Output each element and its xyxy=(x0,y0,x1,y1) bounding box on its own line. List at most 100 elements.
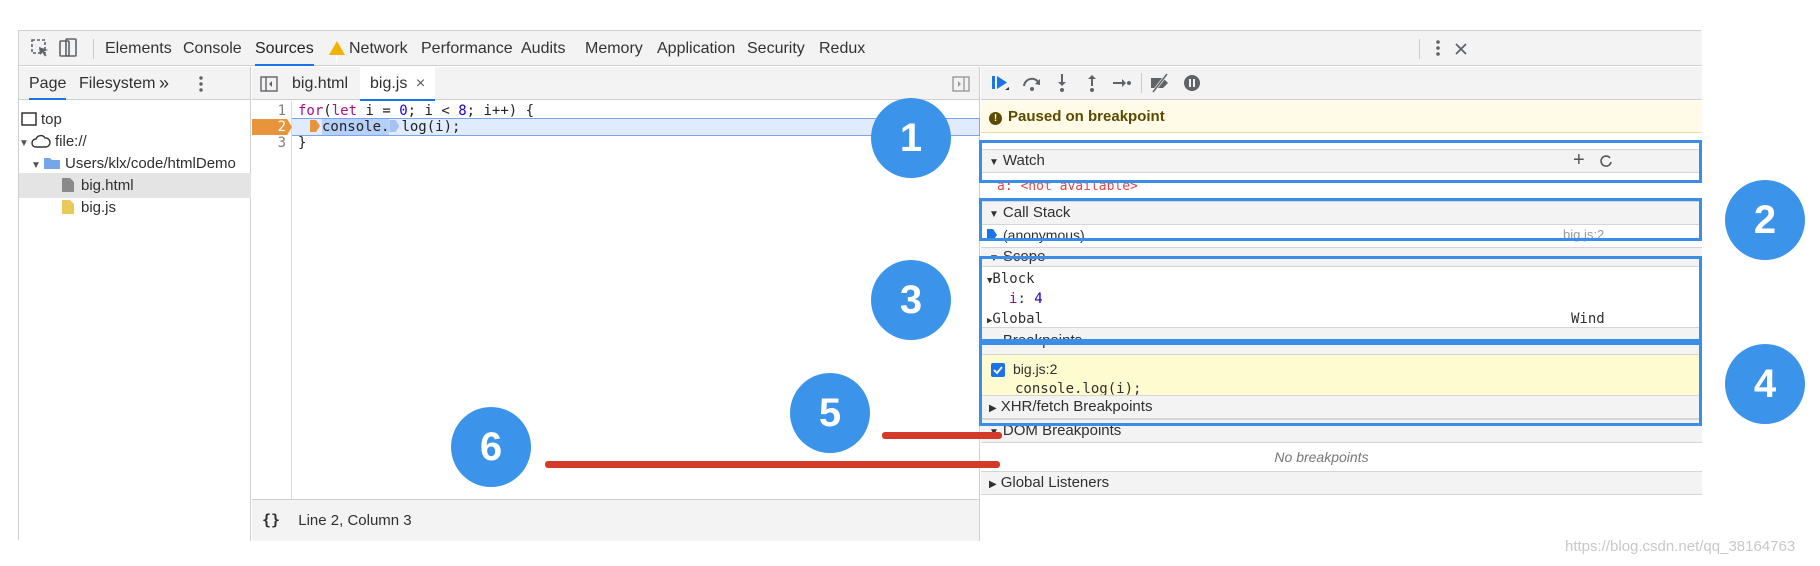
dom-underline-marker xyxy=(545,461,1000,468)
navigator-menu-icon[interactable] xyxy=(191,74,211,94)
annotation-marker-6: 6 xyxy=(451,407,531,487)
annotation-marker-5: 5 xyxy=(790,373,870,453)
annotation-marker-2: 2 xyxy=(1725,180,1805,260)
tab-filesystem[interactable]: Filesystem xyxy=(79,75,156,92)
more-tabs-button[interactable]: » xyxy=(159,73,170,93)
tree-item-label: Users/klx/code/htmlDemo xyxy=(65,155,236,172)
callstack-section-header[interactable]: ▼Call Stack xyxy=(981,201,1702,225)
tab-page[interactable]: Page xyxy=(29,67,67,100)
xhr-breakpoints-title: XHR/fetch Breakpoints xyxy=(1000,398,1153,415)
editor-tab-big-js[interactable]: big.js × xyxy=(360,67,436,101)
tab-security[interactable]: Security xyxy=(747,40,805,57)
line-number[interactable]: 1 xyxy=(277,103,286,119)
code-line-3: } xyxy=(298,135,307,151)
xhr-underline-marker xyxy=(882,432,1002,439)
debugger-toolbar xyxy=(981,67,1702,100)
tree-item-big-html[interactable]: big.html xyxy=(19,173,251,198)
tree-item-big-js[interactable]: big.js xyxy=(19,195,251,220)
toggle-navigator-icon[interactable] xyxy=(260,75,278,93)
breakpoint-file: big.js:2 xyxy=(1013,361,1058,377)
code-line-1: for(let i = 0; i < 8; i++) { xyxy=(298,103,535,119)
navigator-tabs: Page Filesystem » xyxy=(19,67,250,100)
tree-item-label: big.js xyxy=(81,199,117,216)
toggle-debugger-icon[interactable] xyxy=(952,75,970,93)
editor-tab-label: big.js xyxy=(370,75,408,92)
expand-triangle-icon[interactable]: ▼ xyxy=(19,138,29,149)
breakpoint-code: console.log(i); xyxy=(1015,381,1142,397)
collapse-triangle-icon: ▼ xyxy=(989,209,999,220)
editor-tab-big-html[interactable]: big.html xyxy=(292,75,349,92)
more-options-icon[interactable] xyxy=(1427,37,1449,59)
dom-breakpoints-title: DOM Breakpoints xyxy=(1002,422,1122,439)
paused-message: Paused on breakpoint xyxy=(1008,108,1165,125)
tab-elements[interactable]: Elements xyxy=(105,40,172,57)
execution-line-highlight xyxy=(291,118,980,136)
tab-console[interactable]: Console xyxy=(183,40,242,57)
step-over-icon[interactable] xyxy=(1021,72,1043,94)
inline-breakpoint-marker[interactable] xyxy=(389,120,400,132)
inline-breakpoint-marker[interactable] xyxy=(310,120,320,132)
step-out-icon[interactable] xyxy=(1081,72,1103,94)
folder-icon xyxy=(44,158,60,169)
breakpoint-checkbox[interactable] xyxy=(991,363,1005,377)
refresh-watch-icon[interactable] xyxy=(1599,154,1613,168)
global-listeners-header[interactable]: ▶Global Listeners xyxy=(981,471,1702,495)
pretty-print-button[interactable]: {} xyxy=(262,511,281,529)
frame-icon xyxy=(21,112,37,126)
inspect-element-icon[interactable] xyxy=(29,37,51,59)
tab-application[interactable]: Application xyxy=(657,40,736,57)
watch-section-header[interactable]: ▼Watch + xyxy=(981,149,1702,173)
tree-item-file-origin[interactable]: ▼file:// xyxy=(19,129,251,154)
tab-network-label: Network xyxy=(349,40,408,57)
step-into-icon[interactable] xyxy=(1051,72,1073,94)
collapse-triangle-icon: ▼ xyxy=(987,276,993,286)
debugger-sidebar: !Paused on breakpoint ▼Watch + a: <not a… xyxy=(981,67,1702,541)
tab-redux[interactable]: Redux xyxy=(819,40,866,57)
add-watch-button[interactable]: + xyxy=(1573,149,1585,171)
toolbar-separator xyxy=(1419,39,1420,59)
tree-item-folder[interactable]: ▼ Users/klx/code/htmlDemo xyxy=(19,151,251,176)
pause-on-exceptions-icon[interactable] xyxy=(1181,72,1203,94)
tab-audits[interactable]: Audits xyxy=(521,40,566,57)
tree-item-top[interactable]: top xyxy=(19,107,251,132)
main-toolbar: Elements Console Sources Network Perform… xyxy=(19,31,1702,78)
tree-item-label: top xyxy=(41,111,62,128)
tab-network[interactable]: Network xyxy=(329,31,408,78)
expand-triangle-icon: ▶ xyxy=(989,479,997,490)
editor-tabs: big.html big.js × xyxy=(252,67,979,101)
toolbar-separator xyxy=(1141,73,1142,93)
resume-icon[interactable] xyxy=(989,72,1011,94)
scope-block[interactable]: ▼Block xyxy=(987,271,1035,287)
scope-highlight-box xyxy=(979,256,1702,342)
html-file-icon xyxy=(62,178,74,192)
expand-triangle-icon[interactable]: ▼ xyxy=(31,160,41,171)
annotation-marker-4: 4 xyxy=(1725,344,1805,424)
watch-title: Watch xyxy=(1002,152,1045,169)
line-number-gutter[interactable]: 1 2 3 xyxy=(252,101,292,499)
code-editor[interactable]: 1 2 3 for(let i = 0; i < 8; i++) { conso… xyxy=(252,101,980,499)
paused-banner: ! Paused on breakpoint xyxy=(981,101,1702,133)
callstack-highlight-box xyxy=(979,198,1702,241)
annotation-marker-3: 3 xyxy=(871,260,951,340)
expand-triangle-icon: ▶ xyxy=(989,403,997,414)
watermark: https://blog.csdn.net/qq_38164763 xyxy=(1565,538,1796,555)
info-icon: ! xyxy=(989,112,1002,125)
scope-global[interactable]: ▶Global Wind xyxy=(987,311,1605,327)
step-icon[interactable] xyxy=(1111,72,1133,94)
warning-icon xyxy=(329,41,345,78)
deactivate-breakpoints-icon[interactable] xyxy=(1149,72,1171,94)
close-tab-icon[interactable]: × xyxy=(415,75,426,92)
xhr-breakpoints-header[interactable]: ▶XHR/fetch Breakpoints xyxy=(981,395,1702,419)
navigator-panel: Page Filesystem » top ▼file:// ▼ Users/kl… xyxy=(19,67,251,541)
tab-performance[interactable]: Performance xyxy=(421,40,513,57)
scope-variable[interactable]: i: 4 xyxy=(1009,291,1043,307)
close-devtools-icon[interactable] xyxy=(1453,37,1467,59)
breakpoints-highlight-box xyxy=(979,342,1702,426)
device-toolbar-icon[interactable] xyxy=(57,37,79,59)
editor-status-bar: {} Line 2, Column 3 xyxy=(252,499,979,541)
no-breakpoints-message: No breakpoints xyxy=(1274,449,1369,465)
tab-memory[interactable]: Memory xyxy=(585,40,643,57)
tab-sources[interactable]: Sources xyxy=(255,31,314,66)
line-number[interactable]: 3 xyxy=(277,135,286,151)
line-number-breakpoint[interactable]: 2 xyxy=(252,119,292,135)
